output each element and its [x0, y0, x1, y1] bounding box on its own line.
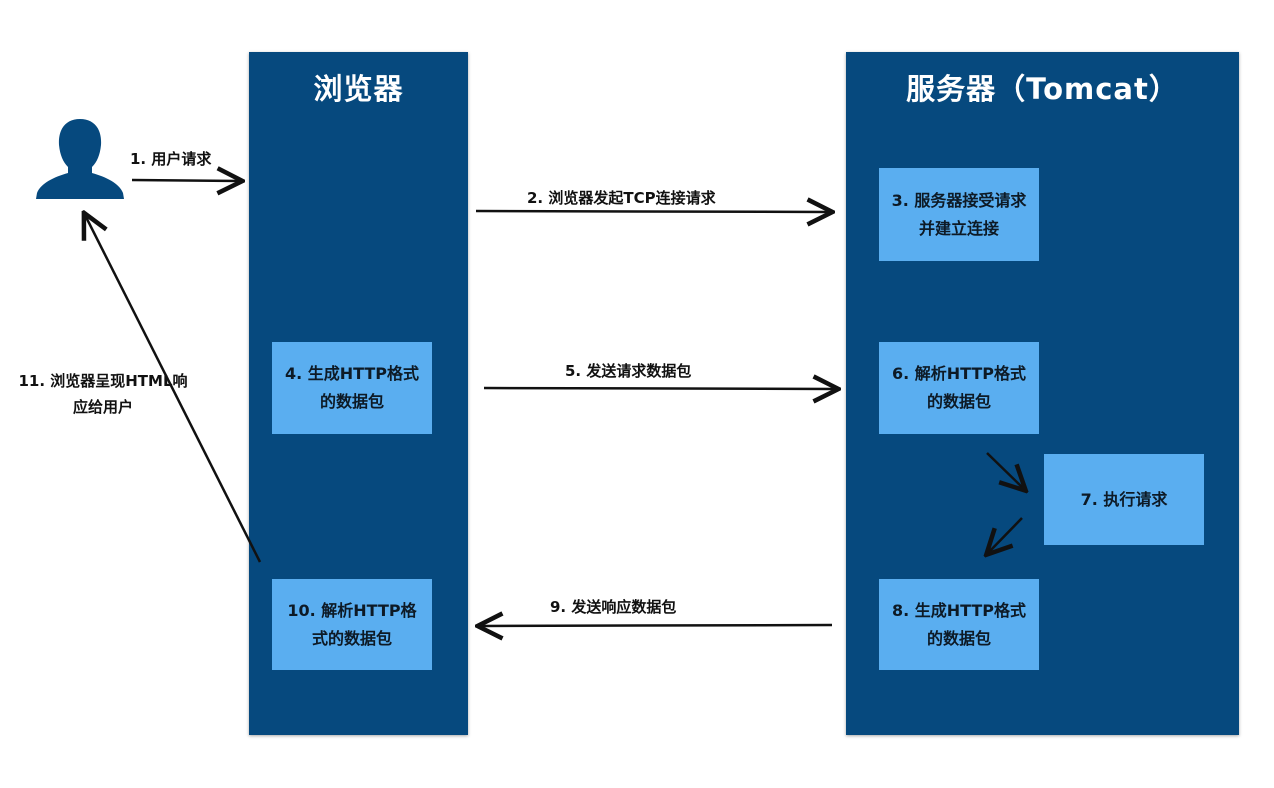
- step-7-label: 7. 执行请求: [1080, 489, 1168, 509]
- step-10-label: 10. 解析HTTP格式的数据包: [287, 600, 417, 648]
- step-4-box: 4. 生成HTTP格式的数据包: [272, 342, 432, 434]
- step-11-label: 11. 浏览器呈现HTML响应给用户: [18, 372, 188, 416]
- step-10-box: 10. 解析HTTP格式的数据包: [272, 579, 432, 670]
- step-9-label: 9. 发送响应数据包: [550, 598, 677, 616]
- arrow-9: [480, 625, 833, 626]
- server-title: 服务器（Tomcat）: [906, 72, 1179, 106]
- step-6-box: 6. 解析HTTP格式的数据包: [879, 342, 1039, 434]
- user-icon: [32, 115, 128, 201]
- arrow-2: [475, 211, 830, 212]
- step-5-label: 5. 发送请求数据包: [565, 362, 692, 380]
- step-8-label: 8. 生成HTTP格式的数据包: [891, 600, 1027, 648]
- arrow-5: [483, 388, 836, 389]
- step-3-label: 3. 服务器接受请求并建立连接: [891, 190, 1027, 238]
- step-6-label: 6. 解析HTTP格式的数据包: [891, 364, 1027, 411]
- arrow-1: [131, 180, 240, 181]
- browser-title: 浏览器: [313, 72, 404, 106]
- step-7-box: 7. 执行请求: [1044, 454, 1204, 545]
- step-8-box: 8. 生成HTTP格式的数据包: [879, 579, 1039, 670]
- step-2-label: 2. 浏览器发起TCP连接请求: [527, 189, 716, 207]
- step-1-label: 1. 用户请求: [130, 150, 212, 168]
- step-3-box: 3. 服务器接受请求并建立连接: [879, 168, 1039, 261]
- step-4-label: 4. 生成HTTP格式的数据包: [284, 364, 420, 411]
